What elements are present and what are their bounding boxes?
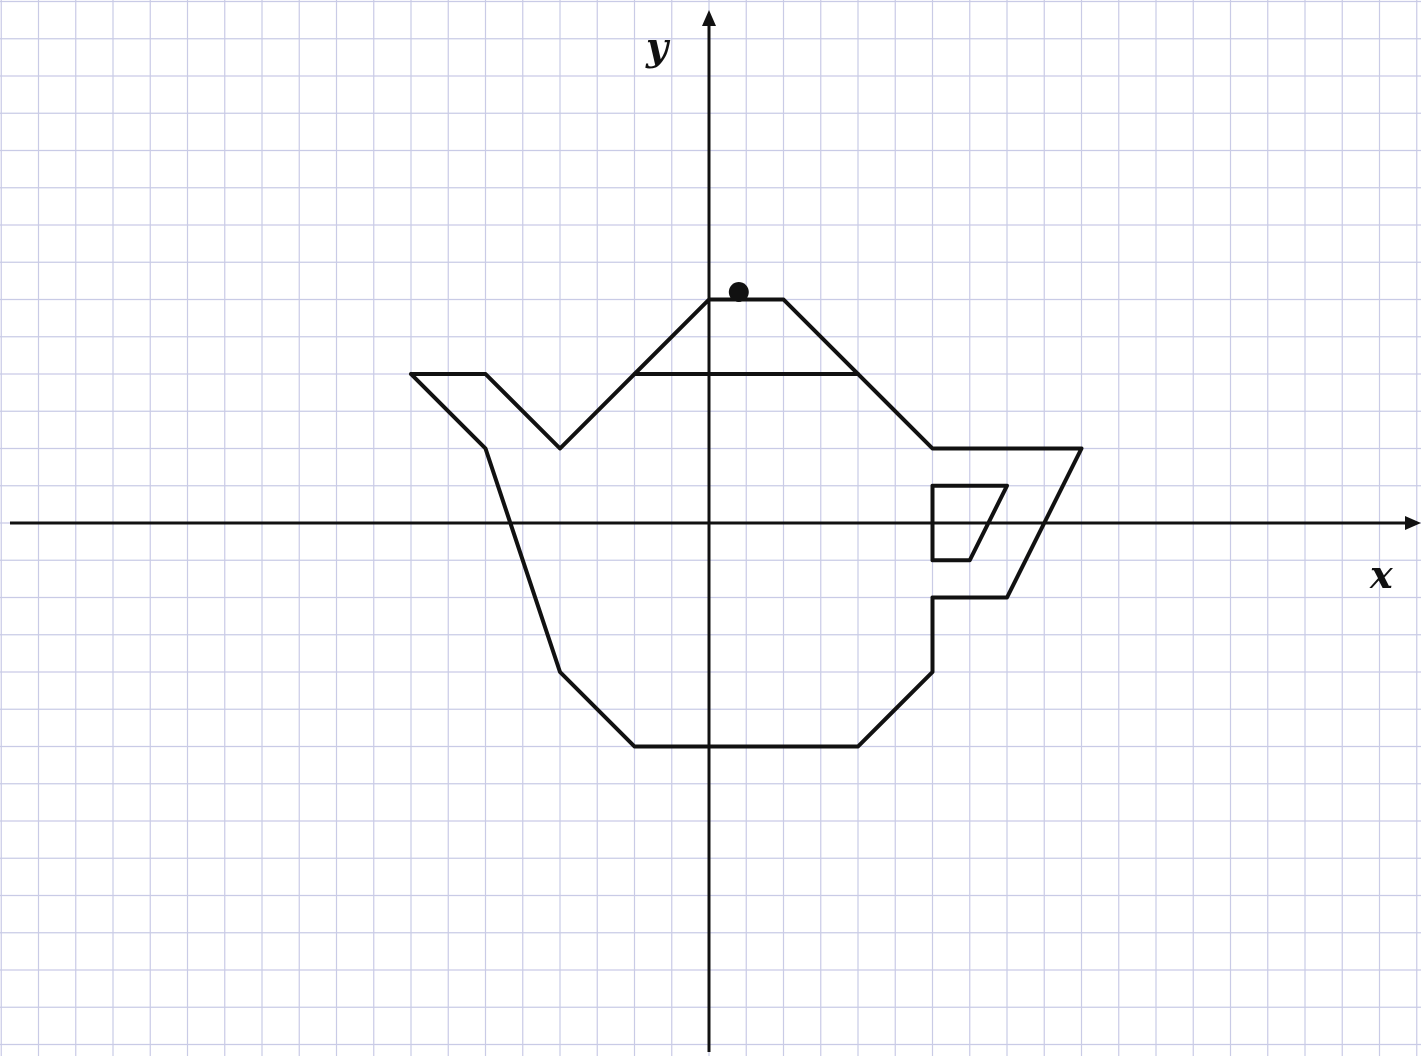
x-axis-label: x [1369,552,1394,597]
y-axis-label: y [645,24,671,69]
teapot-lid-knob [729,282,749,302]
